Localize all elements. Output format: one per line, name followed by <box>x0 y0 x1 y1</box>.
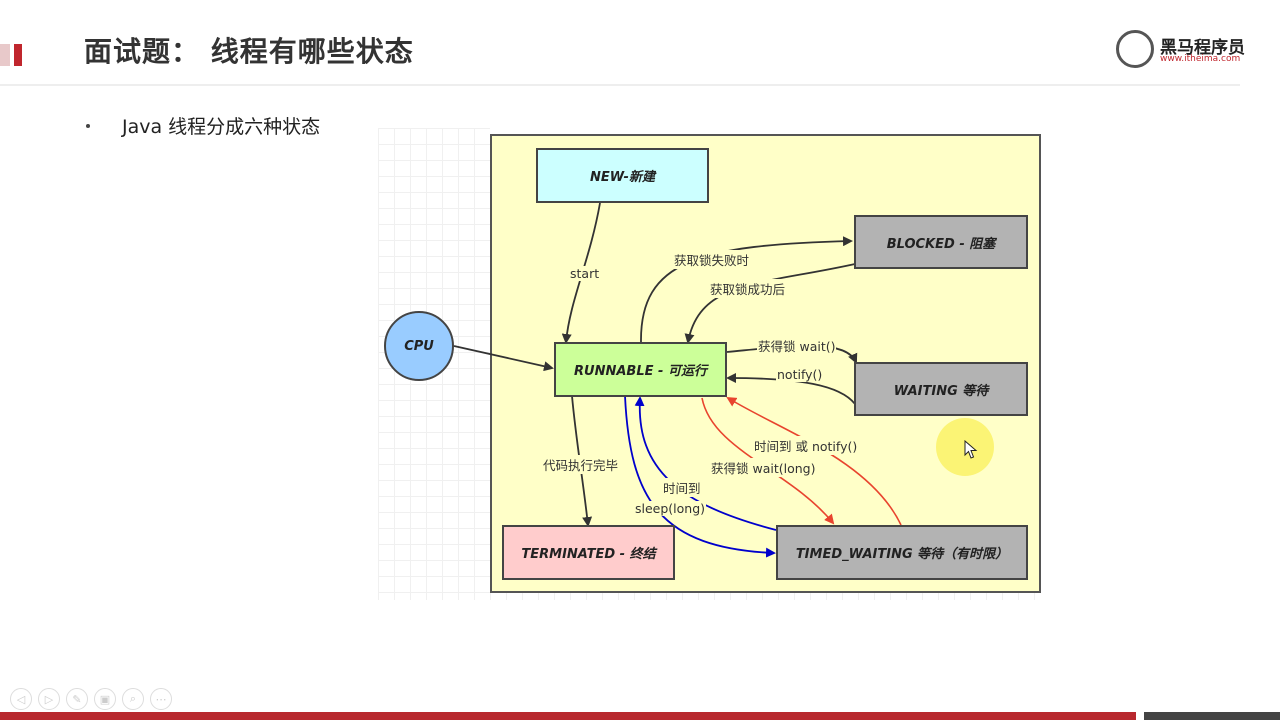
bullet-text: Java 线程分成六种状态 <box>122 116 321 138</box>
more-icon[interactable]: ⋯ <box>150 688 172 710</box>
edge-label-sleep-long: sleep(long) <box>634 501 707 516</box>
edge-label-finished: 代码执行完毕 <box>542 455 620 474</box>
edge-label-wait-long: 获得锁 wait(long) <box>710 458 817 477</box>
logo-url: www.itheima.com <box>1160 54 1241 64</box>
edge-cpu-runnable <box>453 345 554 372</box>
footer-bar-gray <box>1144 712 1280 720</box>
diagram-grid-bottom <box>378 592 1044 600</box>
edge-label-start: start <box>569 266 601 281</box>
pen-icon[interactable]: ✎ <box>66 688 88 710</box>
state-waiting: WAITING 等待 <box>854 362 1028 416</box>
title-accent <box>14 44 22 66</box>
state-timed-waiting: TIMED_WAITING 等待（有时限） <box>776 525 1028 580</box>
bullet-dot <box>86 124 90 128</box>
edge-label-lock-fail: 获取锁失败时 <box>673 250 751 269</box>
title-divider <box>0 84 1240 86</box>
presentation-toolbar: ◁ ▷ ✎ ▣ ⌕ ⋯ <box>10 688 172 712</box>
edge-label-timeout: 时间到 <box>662 478 702 497</box>
zoom-icon[interactable]: ⌕ <box>122 688 144 710</box>
horse-logo-icon <box>1116 30 1154 68</box>
edge-label-notify: notify() <box>776 367 824 382</box>
edge-label-wait: 获得锁 wait() <box>757 336 837 355</box>
brand-logo: 黑马程序员 www.itheima.com <box>1116 30 1256 70</box>
mouse-cursor-icon <box>964 440 978 459</box>
edge-lock-success <box>684 263 856 344</box>
state-runnable: RUNNABLE - 可运行 <box>554 342 727 397</box>
edge-label-lock-success: 获取锁成功后 <box>709 279 787 298</box>
footer-bar-red <box>0 712 1136 720</box>
logo-text: 黑马程序员 <box>1160 38 1245 58</box>
edge-notify <box>726 373 856 405</box>
edge-label-timeout-notify: 时间到 或 notify() <box>753 436 859 455</box>
title-accent-left <box>0 44 10 66</box>
state-terminated: TERMINATED - 终结 <box>502 525 675 580</box>
slides-icon[interactable]: ▣ <box>94 688 116 710</box>
next-slide-icon[interactable]: ▷ <box>38 688 60 710</box>
state-blocked: BLOCKED - 阻塞 <box>854 215 1028 269</box>
state-new: NEW-新建 <box>536 148 709 203</box>
prev-slide-icon[interactable]: ◁ <box>10 688 32 710</box>
page-title: 面试题： 线程有哪些状态 <box>84 35 414 68</box>
cpu-node: CPU <box>384 311 454 381</box>
